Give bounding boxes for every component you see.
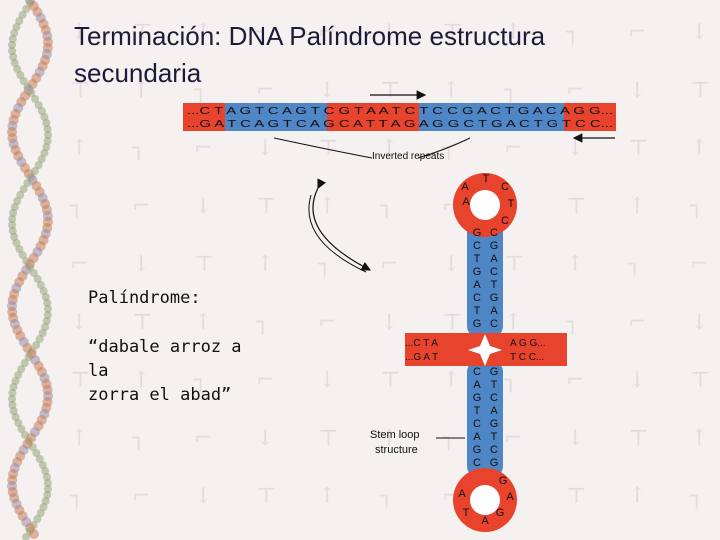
quote-line-1: “dabale arroz a xyxy=(88,337,242,357)
bottom-loop-base: A xyxy=(458,488,466,500)
stem-base: G xyxy=(490,457,499,469)
bottom-loop-base: A xyxy=(481,515,489,527)
top-strand-text: ...C T A G T C A G T C G T A A T C T C C… xyxy=(187,106,613,117)
bottom-loop-base: G xyxy=(496,507,505,519)
top-loop-base: A xyxy=(461,181,469,193)
stem-base: C xyxy=(473,418,481,430)
stem-base: A xyxy=(490,253,498,265)
top-loop-base: A xyxy=(462,196,470,208)
inverted-repeats-label: Inverted repeats xyxy=(372,151,444,162)
right-arm-top: A G G... xyxy=(510,338,546,349)
fold-arrow-icon xyxy=(312,178,372,271)
stem-base: A xyxy=(473,379,481,391)
stem-base: G xyxy=(490,366,499,378)
stem-base: C xyxy=(490,266,498,278)
stem-base: G xyxy=(490,240,499,252)
left-arm-bottom: ...G A T xyxy=(405,352,438,363)
stem-base: A xyxy=(473,431,481,443)
stem-base: T xyxy=(474,305,481,317)
dna-double-strand: ...C T A G T C A G T C G T A A T C T C C… xyxy=(183,103,616,131)
stem-base: T xyxy=(491,379,498,391)
top-loop-base: T xyxy=(508,198,515,210)
stem-loop-label-line2: structure xyxy=(375,444,418,456)
stem-base: C xyxy=(490,444,498,456)
slide-title: Terminación: DNA Palíndrome estructura s… xyxy=(74,21,546,88)
bottom-strand-text: ...G A T C A G T C A G C A T T A G A G G… xyxy=(187,119,613,130)
top-loop-base: C xyxy=(501,181,509,193)
pointer-line-left xyxy=(273,137,373,159)
stem-base: C xyxy=(490,318,498,330)
right-arm-bottom: T C C... xyxy=(510,352,544,363)
stem-base: A xyxy=(473,279,481,291)
top-loop-base: C xyxy=(501,215,509,227)
stem-base: A xyxy=(490,405,498,417)
fold-arrow-line xyxy=(308,194,367,273)
bottom-loop-base: A xyxy=(506,491,514,503)
stem-base: G xyxy=(473,392,482,404)
bottom-loop-base: T xyxy=(463,507,470,519)
bottom-loop-base: G xyxy=(499,475,508,487)
stem-base: G xyxy=(473,266,482,278)
stem-loop-structure xyxy=(405,173,567,532)
stem-base: G xyxy=(490,418,499,430)
stem-base: G xyxy=(473,227,482,239)
stem-base: A xyxy=(490,305,498,317)
top-loop-base: T xyxy=(483,173,490,185)
pointer-line-right xyxy=(417,137,471,159)
stem-base: C xyxy=(490,227,498,239)
stem-base: G xyxy=(473,444,482,456)
palindrome-quote: “dabale arroz a la zorra el abad” xyxy=(88,335,248,407)
palindrome-label: Palíndrome: xyxy=(88,288,201,308)
stem-base: G xyxy=(490,292,499,304)
stem-base: C xyxy=(473,240,481,252)
quote-line-2: la xyxy=(88,361,109,381)
stem-base: G xyxy=(473,318,482,330)
stem-base: C xyxy=(473,292,481,304)
stem-loop-label-line1: Stem loop xyxy=(370,429,420,441)
stem-base: T xyxy=(474,253,481,265)
stem-base: C xyxy=(473,457,481,469)
stem-base: T xyxy=(491,279,498,291)
stem-base: C xyxy=(473,366,481,378)
stem-base: C xyxy=(490,392,498,404)
stem-base: T xyxy=(474,405,481,417)
stem-base: T xyxy=(491,431,498,443)
dna-helix-decoration xyxy=(7,0,53,540)
quote-line-3: zorra el abad” xyxy=(88,385,232,405)
left-arm-top: ...C T A xyxy=(405,338,438,349)
